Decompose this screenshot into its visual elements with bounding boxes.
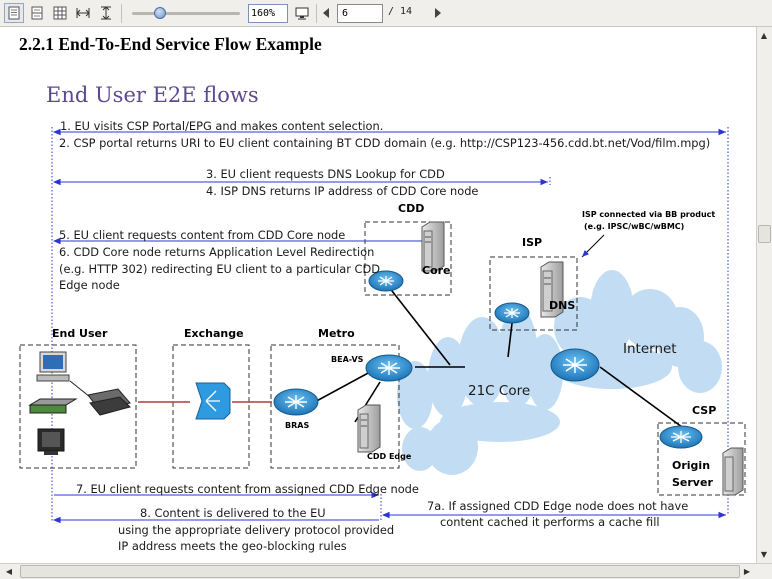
server-icon <box>357 404 381 453</box>
zone-boxes <box>19 221 746 496</box>
bea-vs-label: BEA-VS <box>331 355 364 364</box>
full-screen-button[interactable] <box>292 3 312 23</box>
fit-height-button[interactable] <box>96 3 116 23</box>
21c-core-label: 21C Core <box>468 383 531 399</box>
set-top-box-icon <box>28 398 78 414</box>
isp-note-pointer <box>581 234 605 258</box>
server-icon <box>722 447 744 496</box>
step-8-text: 8. Content is delivered to the EU <box>140 506 326 520</box>
metro-label: Metro <box>318 327 355 340</box>
diagram-canvas <box>19 127 746 524</box>
step-8-text-line3: IP address meets the geo-blocking rules <box>118 539 347 553</box>
router-icon <box>659 425 703 449</box>
facing-view-button[interactable] <box>50 3 70 23</box>
triangle-right-icon <box>435 8 441 18</box>
router-icon <box>365 354 413 382</box>
scroll-up-arrow-icon[interactable]: ▲ <box>760 30 768 40</box>
continuous-view-button[interactable] <box>27 3 47 23</box>
triangle-left-icon <box>323 8 329 18</box>
toolbar-separator <box>121 4 122 23</box>
server-label: Server <box>672 476 713 489</box>
next-page-button[interactable] <box>430 3 446 23</box>
isp-label: ISP <box>522 236 543 249</box>
csp-box <box>657 422 746 496</box>
previous-page-button[interactable] <box>318 3 334 23</box>
cdd-box <box>364 221 452 296</box>
end-user-label: End User <box>52 327 108 340</box>
horizontal-scroll-thumb[interactable] <box>20 565 740 578</box>
step-5-text: 5. EU client requests content from CDD C… <box>59 228 346 242</box>
single-page-view-button[interactable] <box>4 3 24 23</box>
server-icon <box>421 221 445 272</box>
internet-label: Internet <box>623 341 677 357</box>
zoom-slider-track[interactable] <box>132 12 240 15</box>
router-icon <box>494 302 530 324</box>
e2e-flow-diagram: End User E2E flows 1. EU visits CSP Port… <box>0 27 756 563</box>
csp-label: CSP <box>692 404 717 417</box>
cdd-edge-label: CDD Edge <box>367 452 412 461</box>
zoom-input[interactable]: 160% <box>248 4 288 23</box>
monitor-icon <box>295 7 309 20</box>
router-icon <box>550 348 600 382</box>
step-6-text-line3: Edge node <box>59 278 120 292</box>
dslam-icon <box>195 382 231 420</box>
isp-box <box>489 256 578 331</box>
horizontal-scrollbar[interactable]: ◀ ▶ <box>0 563 772 579</box>
bras-label: BRAS <box>285 421 310 430</box>
step-1-text: 1. EU visits CSP Portal/EPG and makes co… <box>60 119 384 133</box>
scroll-down-arrow-icon[interactable]: ▼ <box>760 549 768 559</box>
server-icon <box>540 261 564 318</box>
fit-width-icon <box>76 8 90 18</box>
dns-label: DNS <box>549 299 576 312</box>
modem-icon <box>69 380 131 416</box>
step-6-text-line2: (e.g. HTTP 302) redirecting EU client to… <box>59 262 381 276</box>
metro-box <box>270 344 400 469</box>
tv-icon <box>37 428 65 455</box>
step-3-text: 3. EU client requests DNS Lookup for CDD <box>206 167 445 181</box>
core-label: Core <box>422 264 451 277</box>
cdd-label: CDD <box>398 202 425 215</box>
step-6-text: 6. CDD Core node returns Application Lev… <box>59 245 375 259</box>
scroll-right-arrow-icon[interactable]: ▶ <box>743 566 751 576</box>
slide-title: End User E2E flows <box>46 83 259 107</box>
end-user-box <box>19 344 137 469</box>
single-page-icon <box>8 6 20 20</box>
step-7-text: 7. EU client requests content from assig… <box>76 482 419 496</box>
grid-pages-icon <box>53 6 67 20</box>
step-7a-text-line2: content cached it performs a cache fill <box>440 515 660 529</box>
vertical-scroll-thumb[interactable] <box>758 225 771 243</box>
isp-note-label: ISP connected via BB product <box>582 210 716 219</box>
viewer-toolbar: 160% 6 / 14 <box>0 0 772 27</box>
fit-width-button[interactable] <box>73 3 93 23</box>
page-number-input[interactable]: 6 <box>337 4 383 23</box>
zoom-slider-handle[interactable] <box>154 7 166 19</box>
section-heading: 2.2.1 End-To-End Service Flow Example <box>19 34 322 54</box>
flow-arrows <box>52 128 726 524</box>
origin-label: Origin <box>672 459 711 472</box>
isp-note-label-line2: (e.g. IPSC/wBC/wBMC) <box>584 222 685 231</box>
exchange-box <box>172 344 250 469</box>
vertical-scrollbar[interactable]: ▲ ▼ <box>756 27 772 563</box>
exchange-label: Exchange <box>184 327 244 340</box>
continuous-pages-icon <box>31 6 43 20</box>
toolbar-separator <box>316 4 317 23</box>
fit-height-icon <box>101 6 111 20</box>
page-total-label: / 14 <box>388 6 413 17</box>
pc-icon <box>36 351 70 382</box>
step-7a-text: 7a. If assigned CDD Edge node does not h… <box>427 499 689 513</box>
step-4-text: 4. ISP DNS returns IP address of CDD Cor… <box>206 184 479 198</box>
scroll-left-arrow-icon[interactable]: ◀ <box>5 566 13 576</box>
router-icon <box>273 388 319 416</box>
step-8-text-line2: using the appropriate delivery protocol … <box>118 523 395 537</box>
router-icon <box>368 270 404 292</box>
step-2-text: 2. CSP portal returns URI to EU client c… <box>59 136 711 150</box>
document-page: 2.2.1 End-To-End Service Flow Example <box>0 27 757 563</box>
